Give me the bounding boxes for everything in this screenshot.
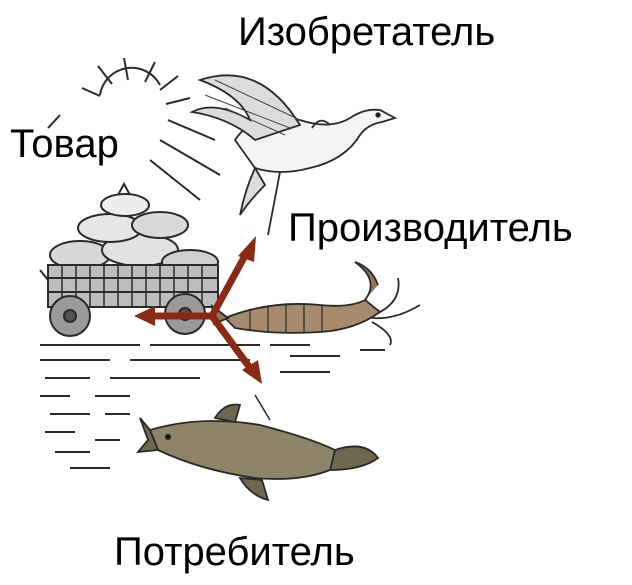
pike-icon (138, 395, 378, 500)
consumer-label: Потребитель (114, 532, 355, 572)
producer-label: Производитель (288, 208, 573, 248)
crayfish-icon (212, 262, 420, 345)
inventor-label: Изобретатель (238, 12, 495, 52)
goods-label: Товар (10, 124, 119, 164)
